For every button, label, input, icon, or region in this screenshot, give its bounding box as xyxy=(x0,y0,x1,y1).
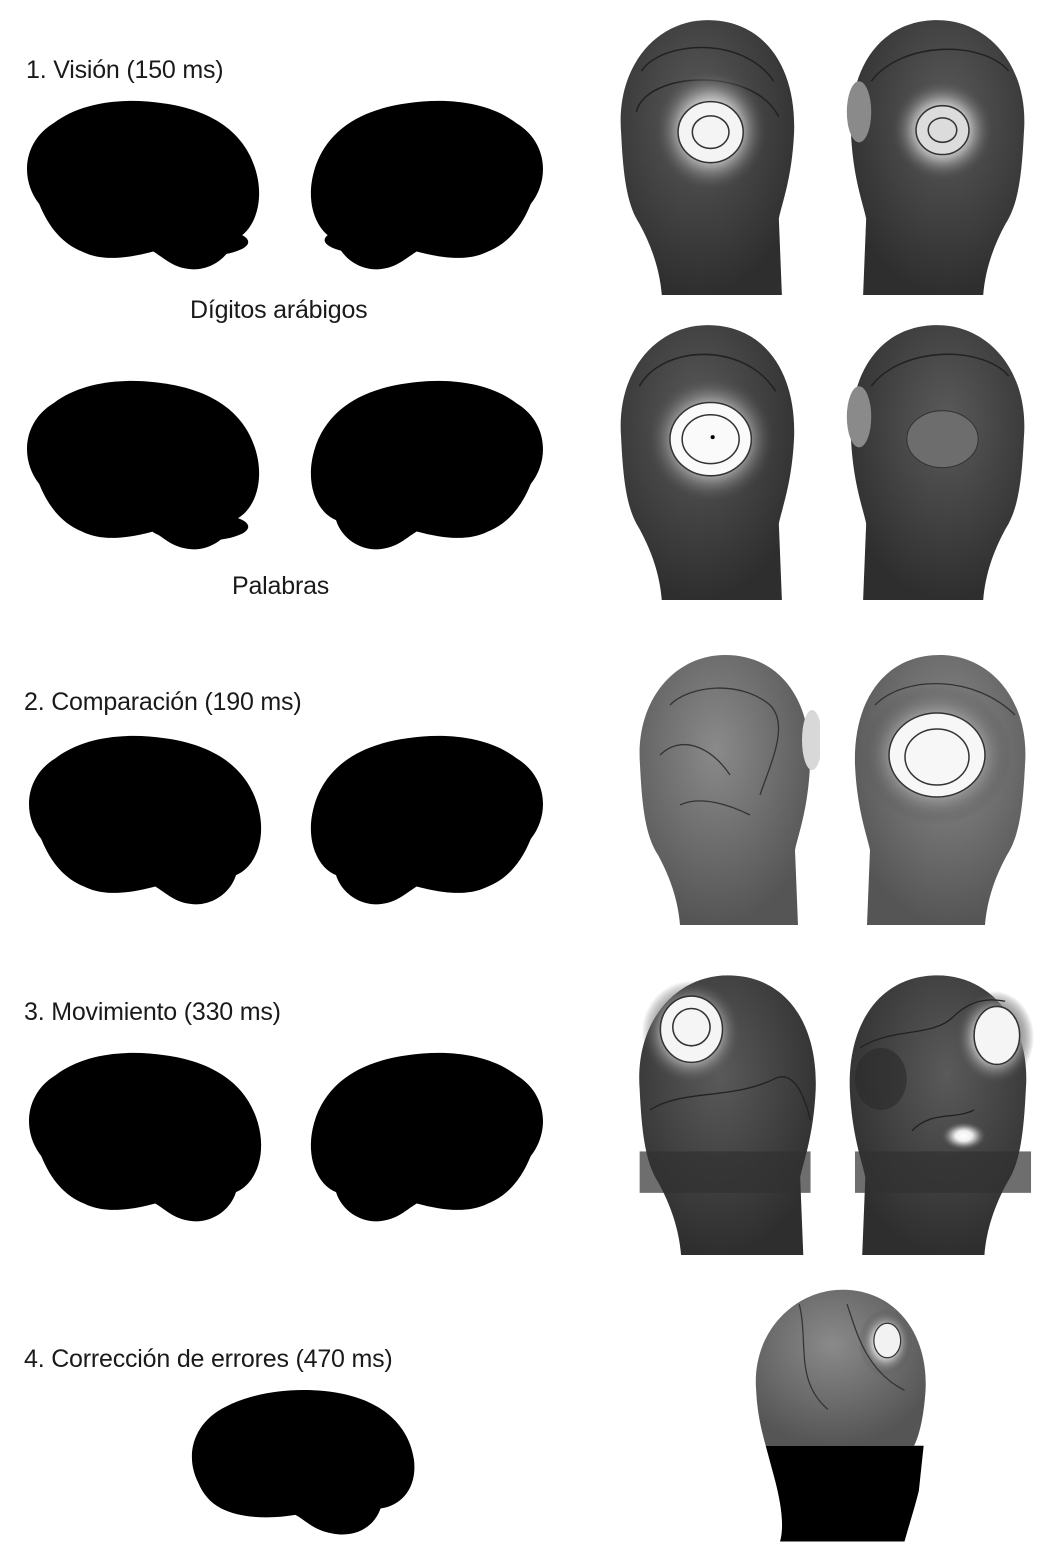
row-caption-words: Palabras xyxy=(232,572,329,601)
activation-spot xyxy=(355,1421,394,1460)
activation-spot xyxy=(149,513,248,542)
head-topography-map-icon xyxy=(740,1285,935,1553)
brain-left-lateral-icon xyxy=(10,1042,272,1232)
brain-right-lateral-icon xyxy=(300,1042,562,1232)
activation-spot xyxy=(426,1061,468,1103)
brain-medial-outline-icon xyxy=(175,1380,425,1548)
brain-right-lateral-icon xyxy=(300,90,562,280)
activation-spot xyxy=(149,228,248,257)
activation-spot xyxy=(105,1060,145,1100)
activation-spot xyxy=(325,226,424,255)
brain-right-lateral-icon xyxy=(300,725,562,915)
head-topography-map-icon xyxy=(840,315,1045,600)
head-topography-map-icon xyxy=(620,640,820,930)
brain-right-lateral-icon xyxy=(300,370,562,560)
section-title-comparison: 2. Comparación (190 ms) xyxy=(24,688,301,717)
section-title-vision: 1. Visión (150 ms) xyxy=(26,56,223,85)
brain-left-lateral-icon xyxy=(10,725,272,915)
head-topography-map-icon xyxy=(845,640,1045,930)
activation-spot xyxy=(182,780,220,818)
activation-spot xyxy=(344,766,399,821)
head-topography-map-icon xyxy=(600,315,805,600)
section-title-movement: 3. Movimiento (330 ms) xyxy=(24,998,281,1027)
head-topography-map-icon xyxy=(838,965,1047,1255)
section-title-error-correction: 4. Corrección de errores (470 ms) xyxy=(24,1345,393,1374)
brain-left-lateral-icon xyxy=(8,370,270,560)
head-topography-map-icon xyxy=(615,965,830,1255)
row-caption-digits: Dígitos arábigos xyxy=(190,296,367,325)
head-topography-map-icon xyxy=(600,10,805,295)
brain-left-lateral-icon xyxy=(8,90,270,280)
head-topography-map-icon xyxy=(840,10,1045,295)
